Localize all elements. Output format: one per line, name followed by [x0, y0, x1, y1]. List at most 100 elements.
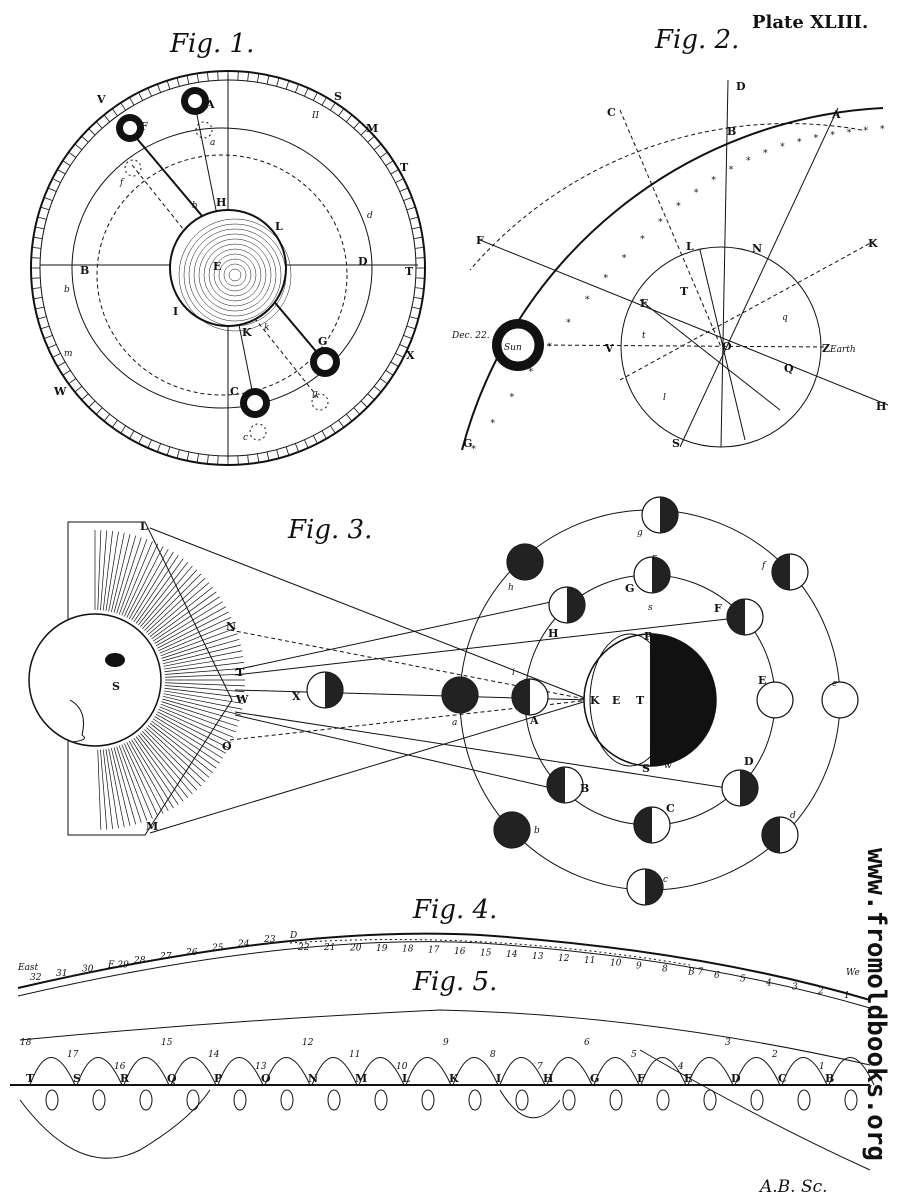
zodiac-tick: [147, 439, 152, 449]
fig1-label-D: D: [358, 255, 368, 268]
fig3-label-h: h: [508, 583, 514, 593]
fig2-label-q: q: [782, 313, 788, 323]
fig3-label-t: t: [666, 635, 670, 645]
sun-ray: [164, 662, 245, 673]
fig2-line-D: [720, 79, 729, 448]
fig1-star-sun-G: [310, 347, 340, 377]
fig3-earth-night: [650, 634, 716, 766]
fig5-small-loop: [468, 1089, 482, 1111]
zodiac-tick: [57, 361, 66, 367]
fig5-small-loop: [186, 1089, 200, 1111]
zodiac-tick: [33, 236, 43, 239]
zodiac-tick: [207, 72, 209, 82]
fig2-label-Z: Z: [822, 342, 830, 355]
sun-ray: [128, 548, 169, 620]
sun-ray: [149, 586, 214, 637]
fig5-number: 14: [208, 1050, 220, 1060]
fig5-small-loop: [139, 1089, 153, 1111]
fig5-letter: O: [261, 1072, 271, 1085]
fig4-number: 19: [376, 944, 388, 954]
zodiac-tick: [120, 425, 126, 434]
zodiac-tick: [390, 169, 399, 175]
fig1-label-f: f: [119, 178, 125, 188]
fig3-label-E: E: [758, 674, 766, 687]
fig2-inner-arc: [469, 123, 863, 271]
fig2-label-l: l: [663, 393, 666, 403]
fig5-letter: Q: [167, 1072, 177, 1085]
zodiac-tick: [103, 413, 110, 422]
zodiac-tick: [266, 75, 270, 85]
zodiac-tick: [285, 446, 290, 456]
fig3-label-G: G: [625, 582, 634, 595]
fig5-letter: F: [637, 1072, 645, 1085]
zodiac-tick: [68, 151, 77, 158]
fig5-letter: K: [449, 1072, 459, 1085]
fig1-label-T: T: [400, 161, 409, 174]
fig2-star: *: [658, 218, 663, 228]
fig3-label-A: A: [529, 714, 539, 727]
fig2-line-LN: [699, 249, 746, 441]
fig3-label-g: g: [637, 528, 643, 538]
fig2-line-A: [679, 107, 839, 448]
fig5-small-loop: [609, 1089, 623, 1111]
fig3-line-M: [149, 699, 591, 834]
fig2-dec-label: Dec. 22.: [451, 331, 490, 341]
earth-shade-ring: [178, 218, 292, 332]
fig5-loops: [29, 1057, 875, 1111]
sun-ray: [140, 565, 193, 627]
zodiac-tick: [196, 73, 199, 83]
fig4-number: 30: [82, 965, 94, 975]
fig3-label-d: d: [790, 811, 796, 821]
fig1-earth-shading: [178, 218, 292, 332]
fig2-label-B: B: [727, 125, 736, 138]
sun-ray: [153, 596, 220, 642]
fig2-label-C: C: [607, 106, 616, 119]
zodiac-tick: [403, 197, 413, 202]
moon-phase: [821, 681, 859, 719]
zodiac-tick: [276, 77, 280, 87]
zodiac-tick: [321, 97, 327, 106]
fig2-outer-arc: [461, 107, 884, 451]
fig1-label-M: M: [366, 122, 378, 135]
fig5-small-loop: [844, 1089, 858, 1111]
fig5-small-loop: [92, 1089, 106, 1111]
zodiac-tick: [304, 87, 309, 97]
moon-shadow: [567, 587, 585, 623]
fig4-number: 28: [133, 956, 146, 966]
fig3-earth-meridian: [589, 633, 671, 767]
fig1-label-T2: T: [405, 265, 414, 278]
fig3-label-K: K: [590, 694, 600, 707]
moon-shadow: [652, 557, 670, 593]
zodiac-tick: [35, 306, 45, 310]
fig4-number: 32: [30, 973, 42, 983]
fig5-letter: P: [214, 1072, 222, 1085]
fig4-number: 9: [636, 961, 642, 971]
sun-ray: [126, 546, 164, 618]
fig2-earth-label: Earth: [829, 345, 856, 355]
fig2-star: *: [622, 254, 627, 264]
sun-ray: [133, 738, 179, 805]
zodiac-tick: [166, 80, 171, 90]
sun-ray: [100, 530, 108, 611]
zodiac-tick: [62, 370, 71, 376]
fig5-letter: M: [355, 1072, 367, 1085]
sun-ray: [154, 716, 224, 759]
fig2-star: *: [547, 343, 552, 353]
earth-shade-ring: [228, 268, 242, 282]
zodiac-tick: [360, 128, 368, 136]
sun-ray: [146, 577, 206, 633]
fig5-number: 4: [677, 1062, 684, 1072]
fig5-small-loop: [45, 1089, 59, 1111]
fig1-dotted-orbit: [96, 154, 348, 396]
earth-shade-ring: [193, 233, 277, 317]
fig5-loop: [170, 1057, 217, 1086]
fig3-label-C: C: [666, 802, 675, 815]
fig3-label-P: P: [644, 630, 652, 643]
fig4-number: 22: [297, 943, 310, 953]
fig5-number: 8: [490, 1050, 496, 1060]
fig3-label-f: f: [761, 561, 767, 571]
zodiac-tick: [399, 344, 409, 349]
fig5-small-loop: [374, 1089, 388, 1111]
fig3-label-X: X: [292, 690, 301, 703]
fig5-loop: [123, 1057, 170, 1086]
